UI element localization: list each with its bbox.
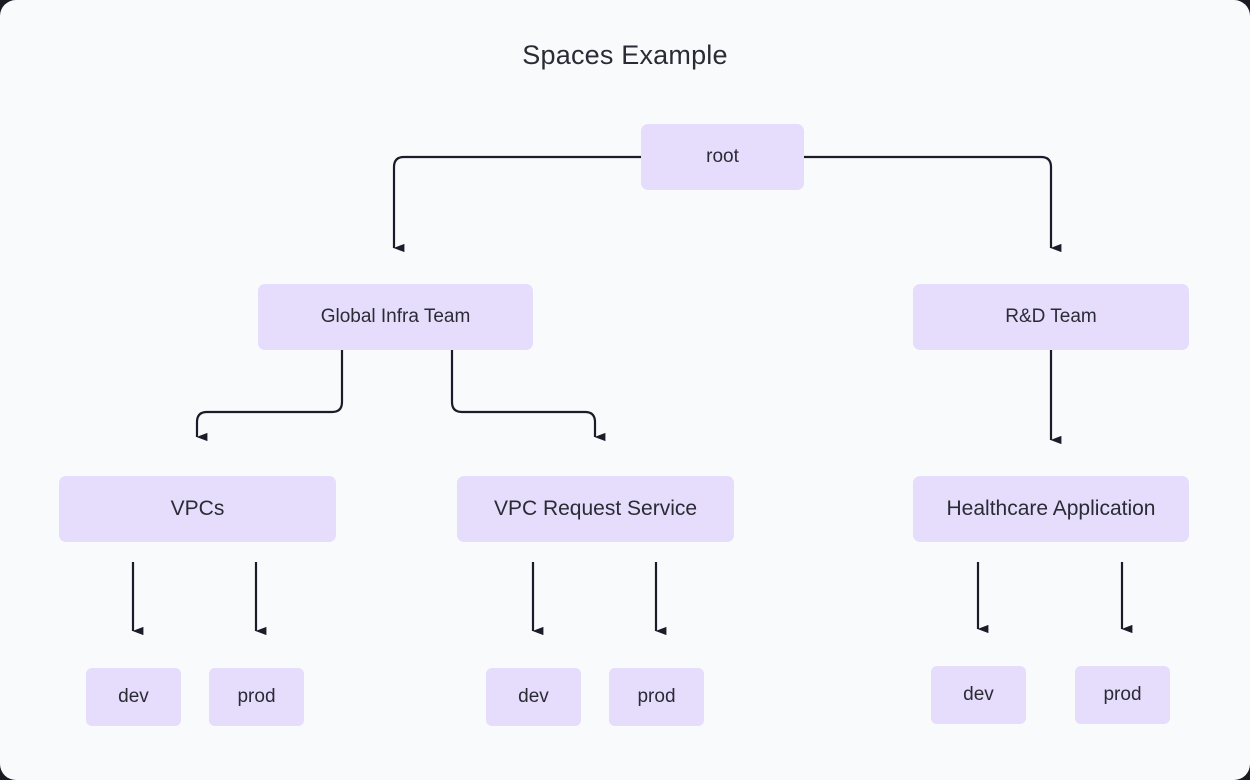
- edge-root-to-rnd_team: [804, 155, 1062, 253]
- node-label: VPC Request Service: [493, 497, 698, 521]
- node-vpc-request-service-prod[interactable]: prod: [609, 668, 704, 726]
- node-vpcs-dev[interactable]: dev: [86, 668, 181, 726]
- node-label: VPCs: [170, 497, 225, 521]
- node-label: root: [706, 145, 739, 167]
- edge-global_infra_team-to-vpc_request_service: [450, 350, 606, 442]
- node-vpc-request-service-dev[interactable]: dev: [486, 668, 581, 726]
- node-label: R&D Team: [1005, 305, 1097, 327]
- node-label: prod: [237, 685, 276, 707]
- node-healthcare-application-dev[interactable]: dev: [931, 666, 1026, 724]
- node-label: prod: [637, 685, 676, 707]
- edge-root-to-global_infra_team: [392, 155, 641, 253]
- node-label: prod: [1103, 683, 1142, 705]
- node-vpcs-prod[interactable]: prod: [209, 668, 304, 726]
- node-label: dev: [118, 685, 149, 707]
- node-label: dev: [518, 685, 549, 707]
- edge-paths: [131, 155, 1133, 636]
- node-label: Global Infra Team: [320, 305, 471, 327]
- edge-global_infra_team-to-vpcs: [195, 350, 344, 442]
- node-vpcs[interactable]: VPCs: [59, 476, 336, 542]
- node-label: dev: [963, 683, 994, 705]
- node-rnd-team[interactable]: R&D Team: [913, 284, 1189, 350]
- node-healthcare-application-prod[interactable]: prod: [1075, 666, 1170, 724]
- node-global-infra-team[interactable]: Global Infra Team: [258, 284, 533, 350]
- node-root[interactable]: root: [641, 124, 804, 190]
- node-healthcare-application[interactable]: Healthcare Application: [913, 476, 1189, 542]
- node-label: Healthcare Application: [946, 497, 1156, 521]
- page-title: Spaces Example: [522, 40, 728, 70]
- node-vpc-request-service[interactable]: VPC Request Service: [457, 476, 734, 542]
